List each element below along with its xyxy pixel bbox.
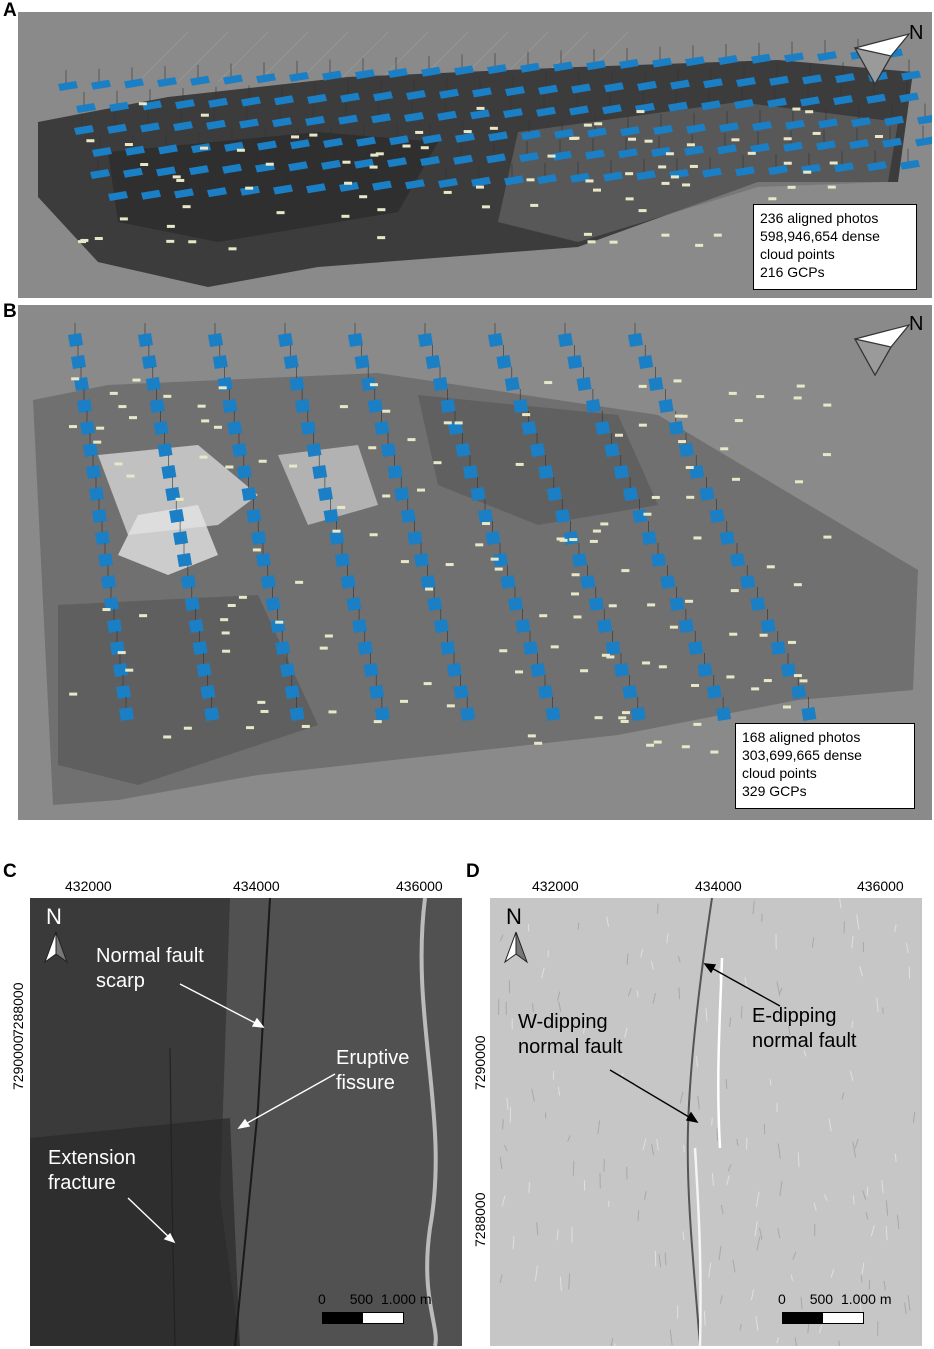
panel-d-xtick-3: 436000 [857,878,904,894]
panel-d-ytick-2: 7288000 [472,1192,488,1247]
panel-d-scale-zero: 0 [778,1291,786,1307]
panel-c-scale-end: 1.000 m [380,1291,432,1307]
panel-d-north-arrow-icon: N [502,904,532,966]
panel-d-hillshade-map: N E-dipping normal fault W-dipping norma… [490,898,922,1346]
panel-b-north-arrow-icon: N [853,313,923,377]
panel-d-e-dipping-fault [686,898,713,1346]
panel-c-annotation-arrows [127,983,336,1244]
panel-c-fault-line [234,898,271,1346]
panel-b-gcp-markers [69,377,832,754]
panel-c-north-arrow-icon: N [42,904,72,966]
panel-b-photos-count: 168 aligned photos [742,729,861,745]
panel-d-xtick-1: 432000 [532,878,579,894]
panel-c-north-label: N [46,904,62,929]
panel-c-ytick-1: 7290000 [10,1035,26,1090]
panel-c-satellite-map: N Normal fault scarp Eruptive fissure Ex… [30,898,462,1346]
panel-d-annotation-arrows [609,963,781,1124]
panel-c-xtick-2: 434000 [233,878,280,894]
panel-b-letter: B [3,301,17,322]
panel-c-scale-zero: 0 [318,1291,326,1307]
panel-a-model-view: N 236 aligned photos 598,946,654 dense c… [18,12,932,298]
panel-a-photogrammetry-scene [38,31,932,287]
panel-d-e-dipping-label: E-dipping normal fault [752,1005,857,1052]
panel-c-extension-fracture-label: Extension fracture [48,1147,136,1194]
panel-d-xtick-2: 434000 [695,878,742,894]
panel-d-scale-labels: 0 500 1.000 m [778,1291,892,1307]
panel-d-w-dipping-text: W-dipping normal fault [518,1011,623,1058]
panel-a-letter: A [3,0,17,21]
panel-b-dense-points-line2: cloud points [742,765,817,781]
panel-a-north-label: N [909,22,924,44]
panel-d-north-label: N [506,904,522,929]
panel-a-dense-points-line2: cloud points [760,246,835,262]
panel-c-letter: C [3,861,17,882]
panel-d-hillshade-texture [498,898,916,1346]
panel-a-photos-count: 236 aligned photos [760,210,879,226]
panel-d-letter: D [466,861,480,882]
panel-a-north-arrow-icon: N [853,22,923,86]
panel-b-gcp-count: 329 GCPs [742,783,807,799]
panel-b-photogrammetry-scene [33,323,918,805]
panel-c-xtick-1: 432000 [65,878,112,894]
panel-d-scale-mid: 500 [809,1291,834,1307]
panel-a-dense-points-line1: 598,946,654 dense [760,228,880,244]
panel-b-dense-points-line1: 303,699,665 dense [742,747,862,763]
panel-d-scale-end: 1.000 m [840,1291,892,1307]
panel-c-scale-bar [322,1312,404,1324]
panel-c-eruptive-fissure-label: Eruptive fissure [336,1047,410,1094]
panel-a-camera-markers [58,37,932,201]
panel-d-scale-bar [782,1312,864,1324]
panel-b-stats-box: 168 aligned photos 303,699,665 dense clo… [735,723,915,809]
panel-b-camera-markers [68,323,817,721]
panel-b-north-label: N [909,313,924,335]
panel-a-gcp-count: 216 GCPs [760,264,825,280]
panel-a-stats-box: 236 aligned photos 598,946,654 dense clo… [753,204,917,290]
panel-d-w-dipping-fault [693,1147,702,1346]
panel-c-xtick-3: 436000 [396,878,443,894]
panel-a-gcp-markers [78,102,883,255]
panel-c-normal-fault-label: Normal fault scarp [96,945,204,992]
panel-b-model-view: N 168 aligned photos 303,699,665 dense c… [18,305,932,820]
panel-d-ytick-1: 7290000 [472,1035,488,1090]
panel-c-scale-labels: 0 500 1.000 m [318,1291,432,1307]
panel-c-ytick-2: 7288000 [10,982,26,1037]
panel-c-scale-mid: 500 [349,1291,374,1307]
